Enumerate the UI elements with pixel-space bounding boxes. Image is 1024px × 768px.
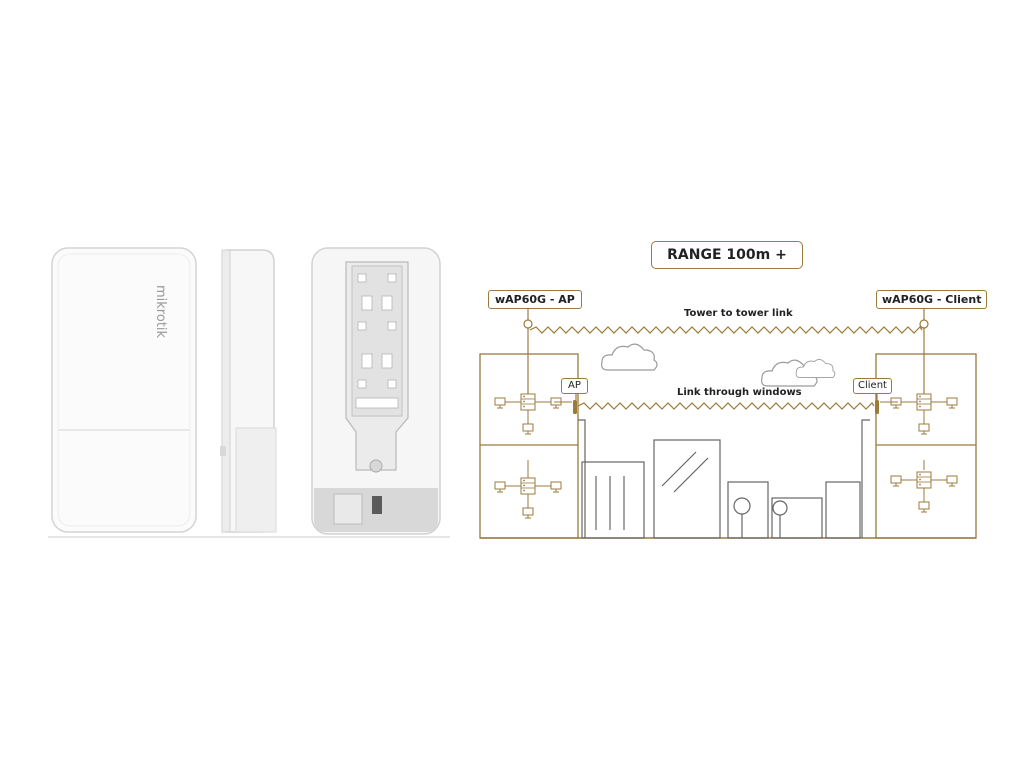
client-building [875, 353, 977, 539]
client-network-lower [891, 460, 957, 512]
client-tag: Client [853, 378, 892, 394]
ap-device-label: wAP60G - AP [488, 290, 582, 309]
client-device-label: wAP60G - Client [876, 290, 988, 309]
product-views: mikrotik [48, 247, 450, 538]
tower-to-tower-link [529, 326, 923, 334]
client-window-antenna [875, 400, 879, 414]
back-view [311, 247, 441, 535]
ap-network-lower [495, 460, 561, 518]
front-view: mikrotik [51, 247, 197, 533]
ap-tag: AP [561, 378, 588, 394]
side-view [220, 249, 277, 533]
tower-link-label: Tower to tower link [684, 308, 793, 319]
window-link [577, 402, 875, 410]
window-link-label: Link through windows [677, 387, 802, 398]
client-tower [919, 319, 929, 396]
cloud-icon [600, 343, 658, 371]
range-label: RANGE 100m + [651, 241, 803, 269]
device-logo: mikrotik [153, 285, 168, 339]
ap-building [479, 353, 579, 539]
city-skyline [578, 419, 870, 539]
ap-network-upper [495, 394, 561, 434]
client-network-upper [891, 394, 957, 434]
cloud-icon [795, 359, 836, 379]
ap-tower [523, 319, 533, 396]
ap-window-antenna [573, 400, 577, 414]
